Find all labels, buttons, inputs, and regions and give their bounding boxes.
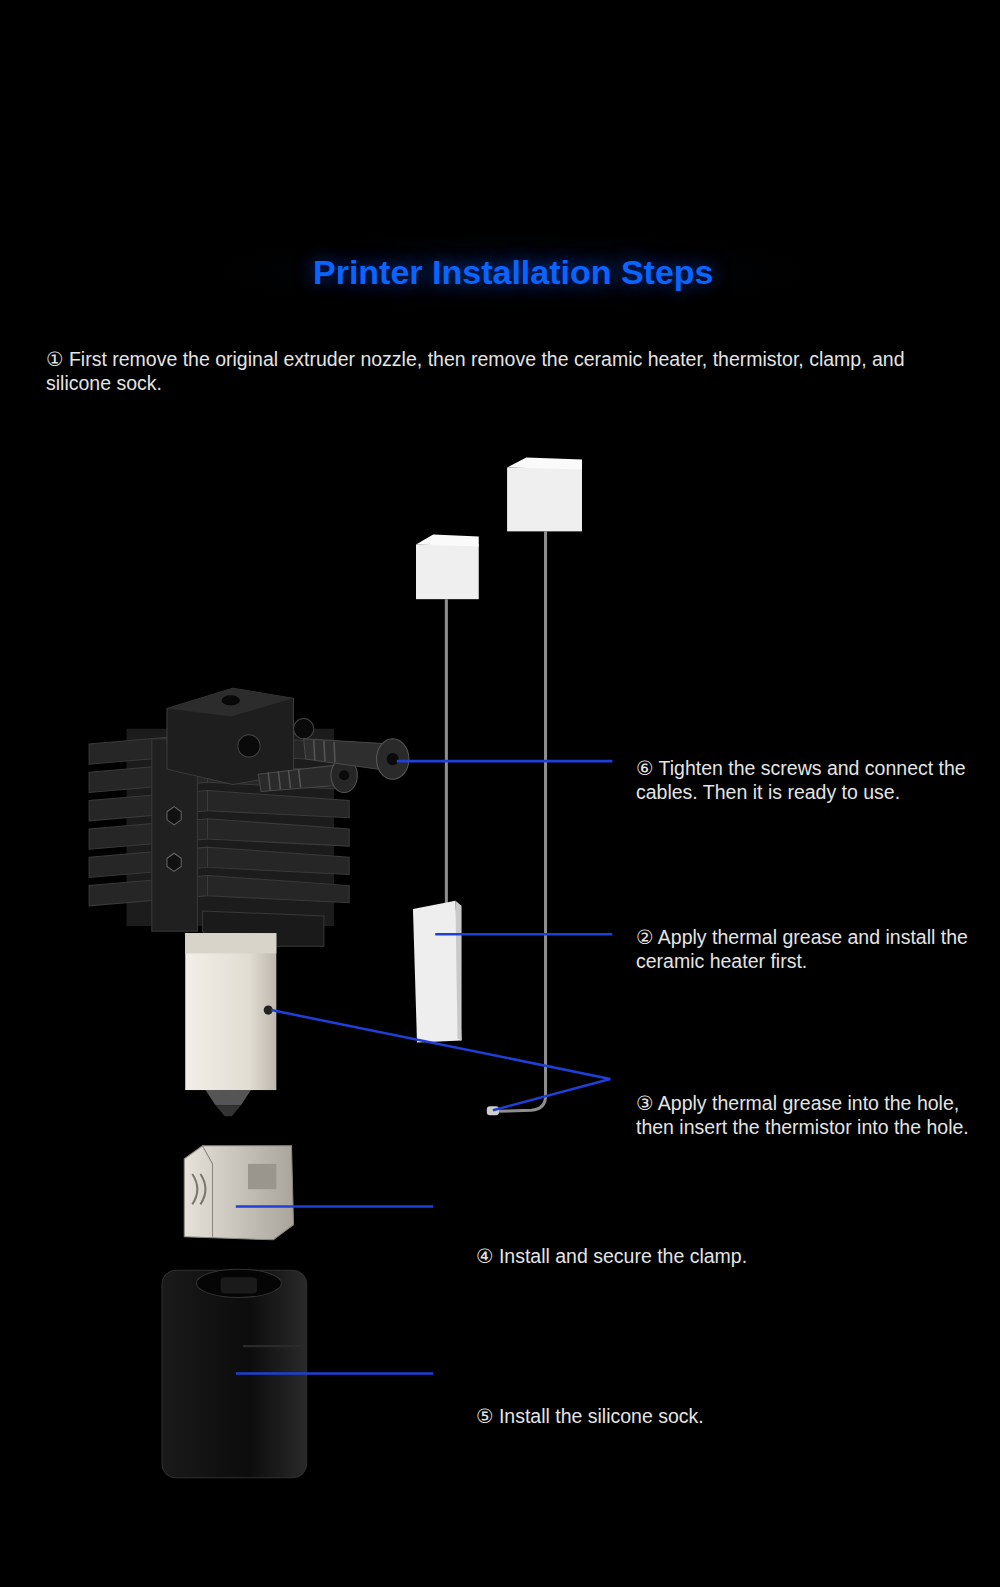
step-callout: ⑤ Install the silicone sock. [476, 1404, 780, 1428]
step-callout: ④ Install and secure the clamp. [476, 1244, 780, 1268]
page-title: Printer Installation Steps [313, 251, 714, 293]
step-callout: ③ Apply thermal grease into the hole, th… [636, 1091, 970, 1139]
intro-note: ① First remove the original extruder noz… [46, 347, 957, 395]
clamp [184, 1146, 293, 1240]
heatsink [89, 688, 349, 946]
heater-block [185, 933, 276, 1116]
title-glow [179, 226, 847, 317]
thermistor [487, 457, 582, 1115]
ceramic-heater [413, 534, 479, 1042]
step-callout: ⑥ Tighten the screws and connect the cab… [636, 756, 970, 804]
leader-lines [236, 761, 613, 1373]
step-callout: ② Apply thermal grease and install the c… [636, 925, 970, 973]
screws [258, 739, 409, 793]
